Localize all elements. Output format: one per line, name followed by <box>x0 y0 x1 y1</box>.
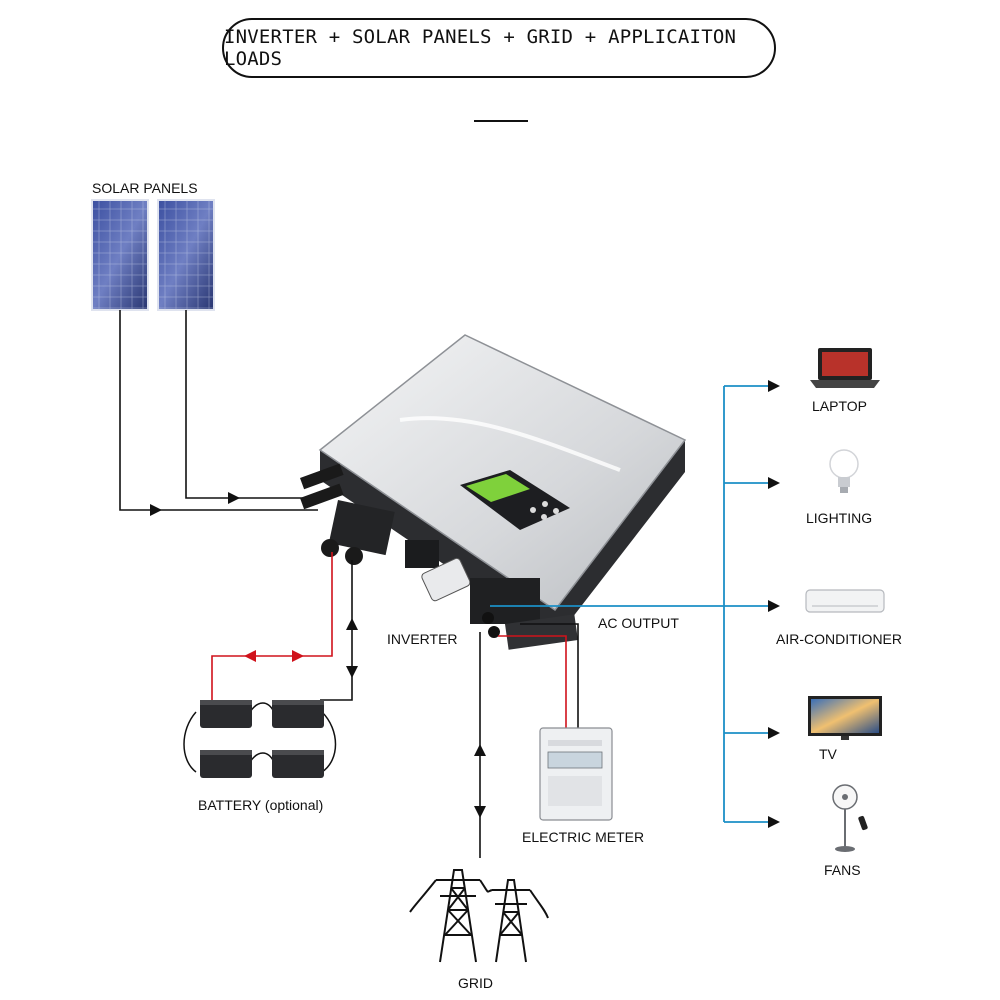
battery-wires <box>211 552 358 701</box>
solar-panel-2 <box>157 199 215 311</box>
fan-icon <box>832 784 868 852</box>
laptop-icon <box>810 348 880 388</box>
battery-cell <box>272 750 324 778</box>
inverter-unit <box>300 334 687 650</box>
electric-meter <box>539 727 613 821</box>
diagram-title: INVERTER + SOLAR PANELS + GRID + APPLICA… <box>222 18 776 78</box>
load-label-laptop: LAPTOP <box>812 398 867 414</box>
battery-bank <box>183 700 337 778</box>
load-label-fans: FANS <box>824 862 861 878</box>
load-label-lighting: LIGHTING <box>806 510 873 526</box>
ac-output-label: AC OUTPUT <box>598 615 679 631</box>
grid-label: GRID <box>458 975 493 991</box>
lcd-screen <box>466 474 530 502</box>
electric-meter-label: ELECTRIC METER <box>522 829 645 845</box>
load-label-tv: TV <box>819 746 837 762</box>
battery-cell <box>200 700 252 728</box>
dc-wires <box>119 310 318 516</box>
battery-cell <box>272 700 324 728</box>
inverter-label: INVERTER <box>387 631 458 647</box>
load-label-air-conditioner: AIR-CONDITIONER <box>776 631 902 647</box>
grid-pylons <box>409 869 549 963</box>
grid-wire <box>474 632 486 858</box>
battery-label: BATTERY (optional) <box>198 797 324 813</box>
light-bulb-icon <box>829 449 859 493</box>
solar-panels-label: SOLAR PANELS <box>92 180 198 196</box>
title-underline <box>474 120 528 122</box>
meter-wires <box>498 623 579 730</box>
tv-icon <box>808 696 882 740</box>
battery-cell <box>200 750 252 778</box>
air-conditioner-icon <box>805 589 885 613</box>
ac-output-bus <box>490 380 780 828</box>
solar-panel-1 <box>91 199 149 311</box>
